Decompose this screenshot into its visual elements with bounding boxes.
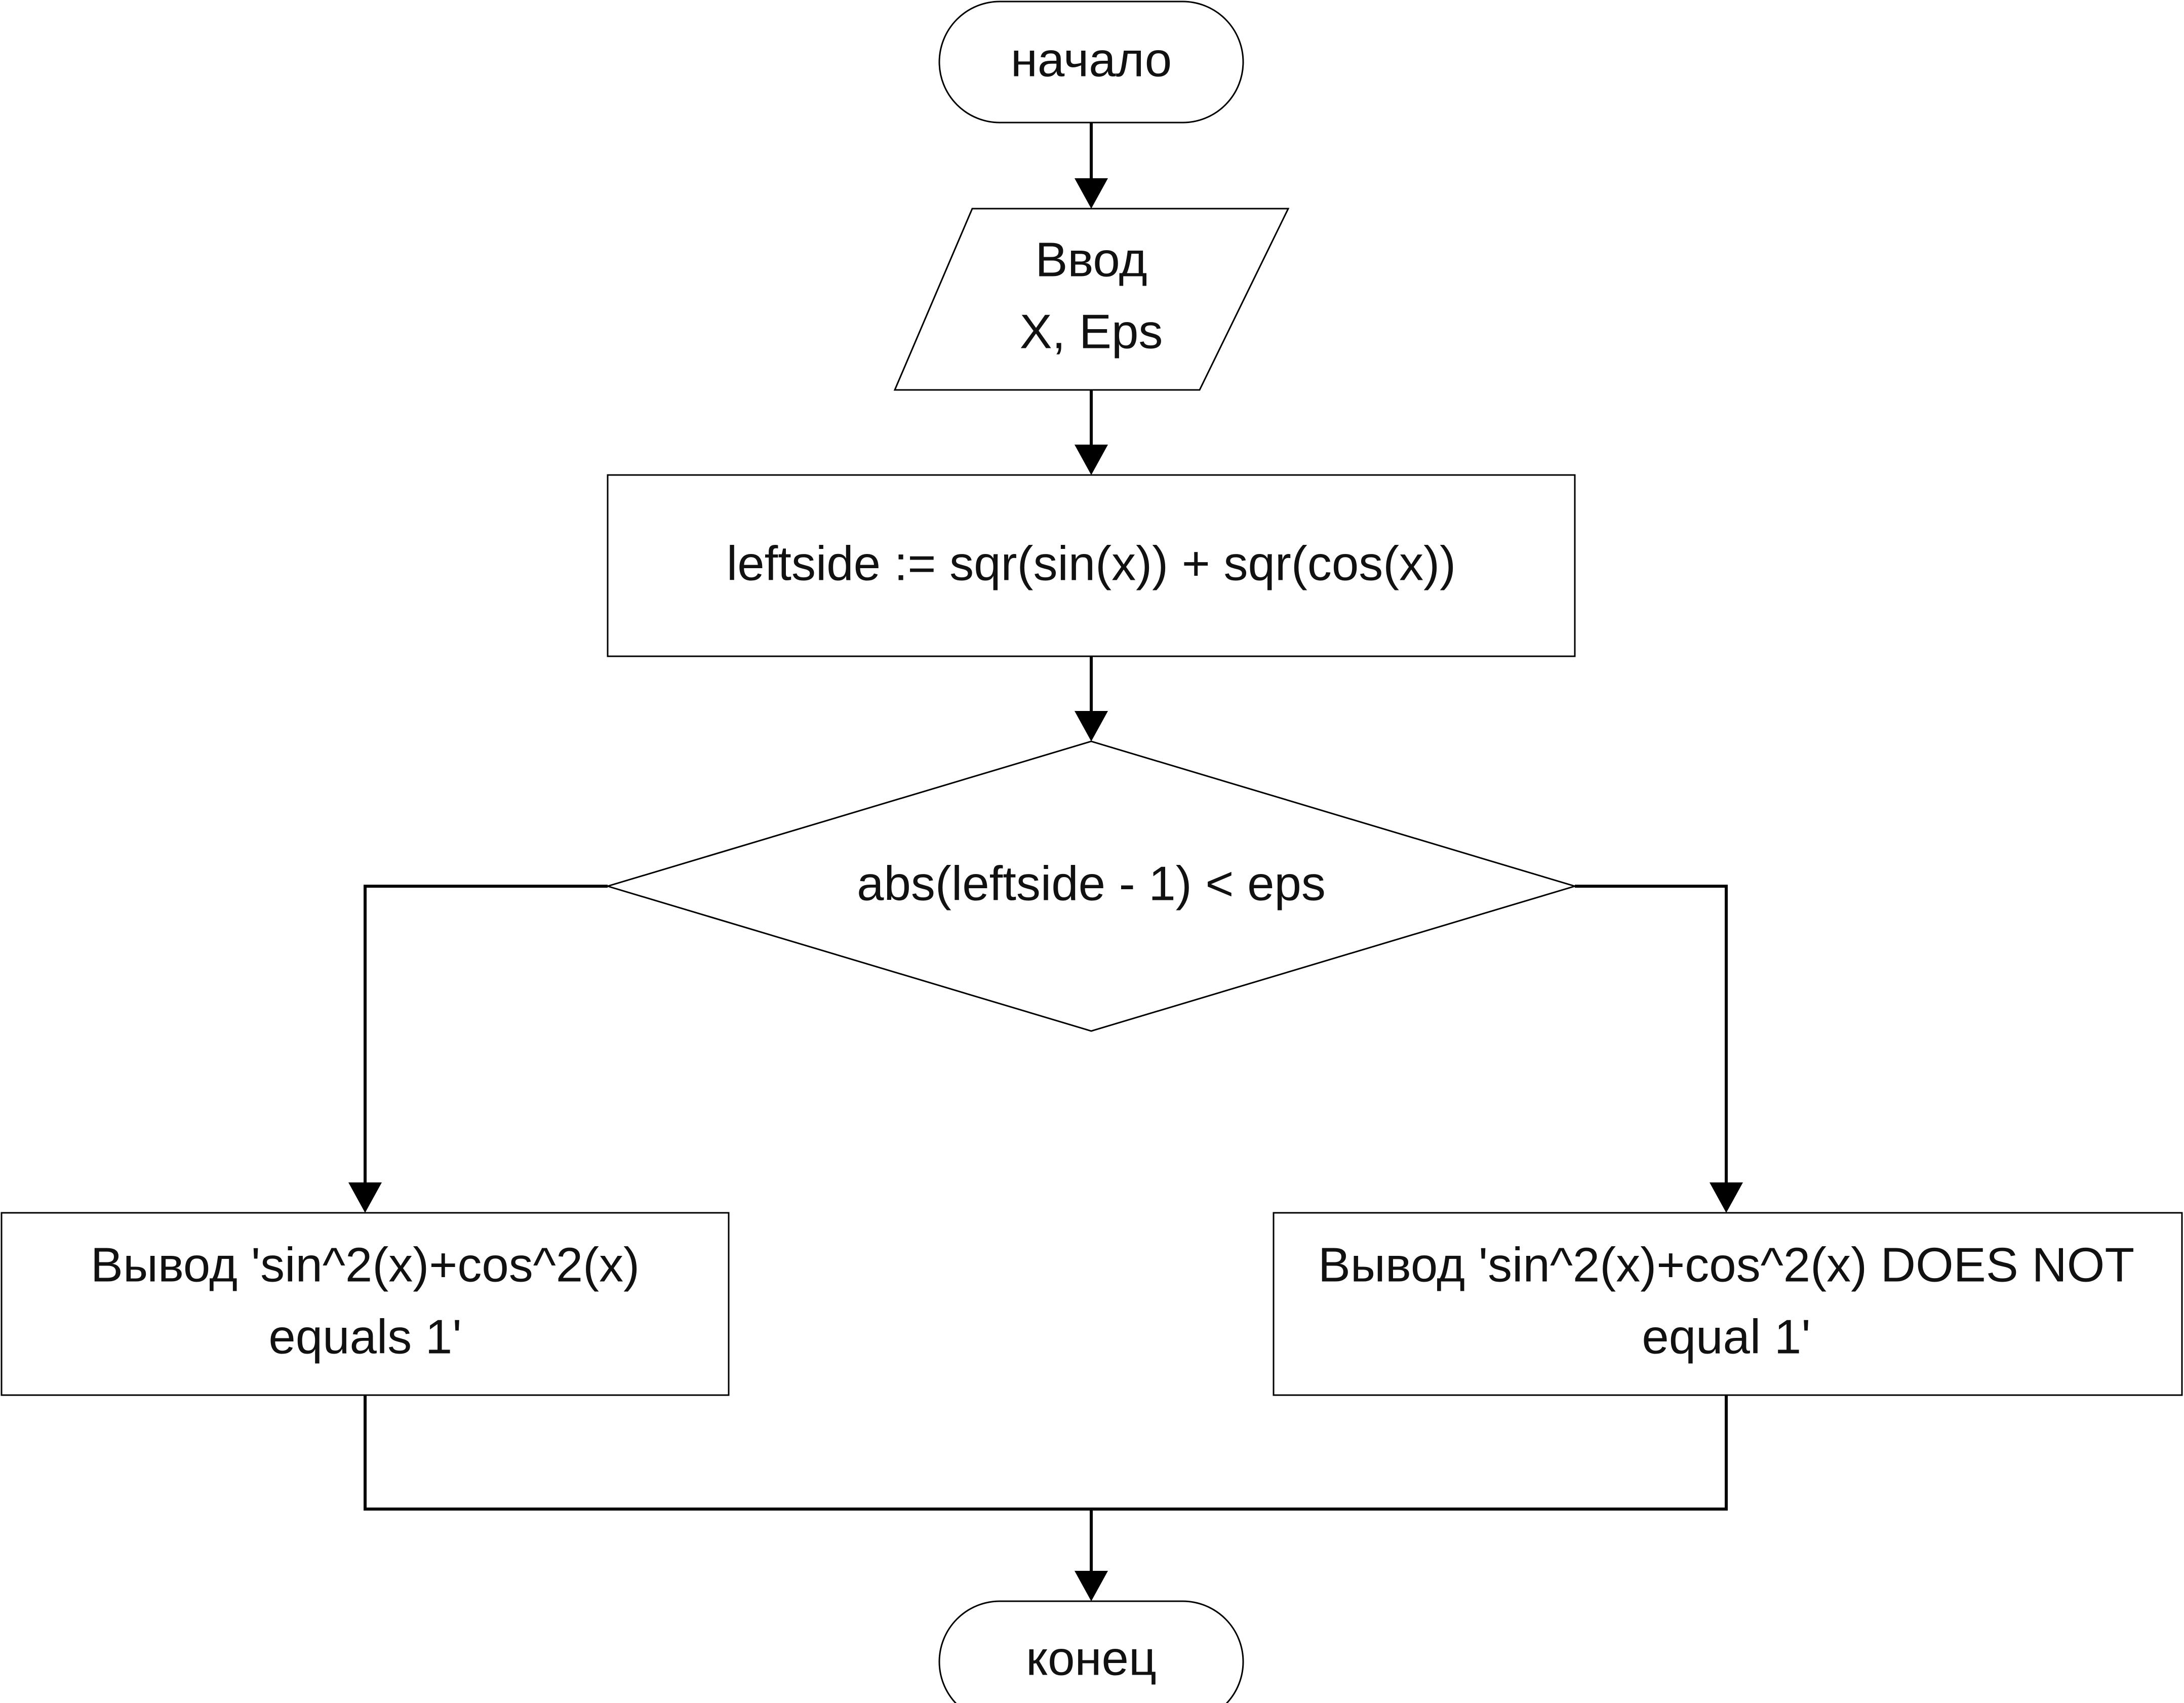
node-output-left: Вывод 'sin^2(x)+cos^2(x) equals 1' [1,1212,730,1396]
edge-decision-output-right [1575,885,1728,1182]
process-label: leftside := sqr(sin(x)) + sqr(cos(x)) [727,536,1456,590]
decision-label: abs(leftside - 1) < eps [857,856,1326,910]
process-rectangle-shape [607,474,1576,657]
start-label: начало [1011,32,1172,87]
output-left-label-line1: Вывод 'sin^2(x)+cos^2(x) [91,1238,640,1292]
output-right-label-line1: Вывод 'sin^2(x)+cos^2(x) DOES NOT [1318,1238,2134,1292]
edge-output-left-merge [364,1395,1728,1511]
arrowhead-decision-output-left [348,1182,382,1213]
output-left-label-line2: equals 1' [268,1310,461,1364]
input-label-line2: X, Eps [1020,304,1163,359]
arrowhead-decision-output-right [1710,1182,1743,1213]
connectors [348,123,1743,1601]
decision-diamond-shape [605,740,1578,1032]
input-parallelogram-shape [893,208,1290,391]
node-process: leftside := sqr(sin(x)) + sqr(cos(x)) [607,474,1576,657]
input-label-line1: Ввод [1035,232,1147,287]
end-label: конец [1026,1631,1157,1685]
node-input: Ввод X, Eps [893,208,1290,391]
output-right-rectangle-shape [1273,1212,2183,1396]
arrowhead-start-input [1075,178,1108,209]
start-terminator-shape [938,1,1244,124]
node-end: конец [938,1600,1244,1703]
arrowhead-process-decision [1075,711,1108,741]
arrowhead-merge-end [1075,1571,1108,1601]
arrowhead-input-process [1075,445,1108,475]
node-decision: abs(leftside - 1) < eps [605,740,1578,1032]
node-output-right: Вывод 'sin^2(x)+cos^2(x) DOES NOT equal … [1273,1212,2183,1396]
edge-decision-output-left [364,885,608,1182]
output-right-label-line2: equal 1' [1642,1310,1810,1364]
node-start: начало [938,1,1244,124]
output-left-rectangle-shape [1,1212,730,1396]
end-terminator-shape [938,1600,1244,1703]
